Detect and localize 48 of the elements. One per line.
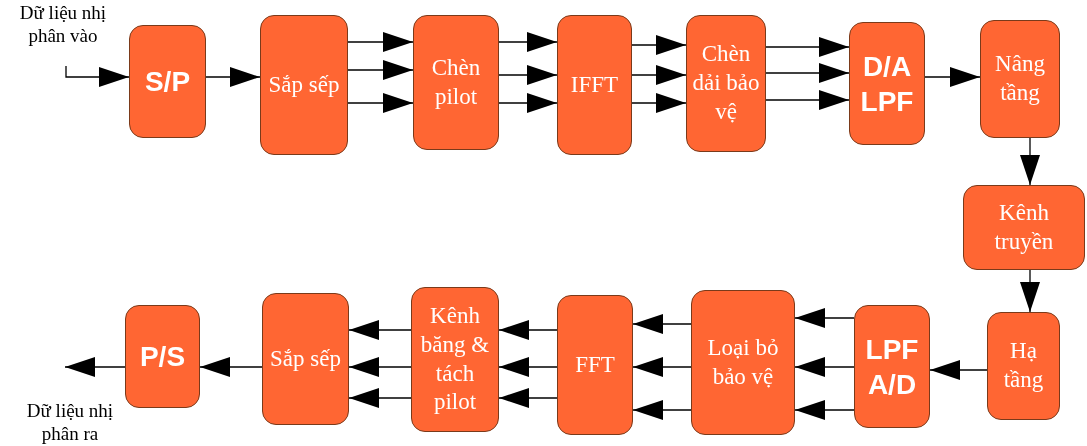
arrow (498, 93, 558, 113)
arrow (794, 308, 855, 328)
arrow (64, 357, 126, 377)
arrow (632, 400, 692, 420)
arrow (348, 388, 412, 408)
arrow (1020, 137, 1040, 186)
arrow (347, 93, 414, 113)
arrow (498, 357, 558, 377)
arrow (65, 65, 130, 87)
arrow (632, 314, 692, 334)
arrow (631, 65, 687, 85)
process-box: Nâng tầng (980, 20, 1060, 138)
arrow (347, 32, 414, 52)
arrow (794, 357, 855, 377)
process-box: IFFT (557, 15, 632, 155)
arrow (205, 67, 261, 87)
process-box: Loại bỏ bảo vệ (691, 290, 795, 435)
arrow (347, 60, 414, 80)
process-box: Kênh truyền (963, 185, 1085, 270)
arrow (498, 32, 558, 52)
arrow (199, 357, 263, 377)
arrow (631, 93, 687, 113)
arrow (348, 320, 412, 340)
arrow (929, 360, 988, 380)
arrow (1020, 269, 1040, 313)
arrow (765, 37, 850, 57)
process-box: LPF A/D (854, 305, 930, 428)
process-box: Chèn dải bảo vệ (686, 15, 766, 152)
arrow (498, 65, 558, 85)
arrow (765, 90, 850, 110)
arrow (498, 320, 558, 340)
process-box: Kênh băng & tách pilot (411, 287, 499, 432)
process-box: P/S (125, 305, 200, 408)
arrow (348, 357, 412, 377)
arrow (794, 400, 855, 420)
process-box: S/P (129, 25, 206, 138)
arrow (924, 67, 981, 87)
process-box: Chèn pilot (413, 15, 499, 150)
arrow (498, 388, 558, 408)
text-label: Dữ liệu nhị phân vào (12, 2, 114, 66)
process-box: Hạ tầng (987, 312, 1060, 420)
process-box: Sắp sếp (262, 293, 349, 425)
arrow (631, 35, 687, 55)
process-box: Sắp sếp (260, 15, 348, 155)
arrow (632, 357, 692, 377)
process-box: D/A LPF (849, 22, 925, 145)
arrow (765, 63, 850, 83)
process-box: FFT (557, 295, 633, 435)
